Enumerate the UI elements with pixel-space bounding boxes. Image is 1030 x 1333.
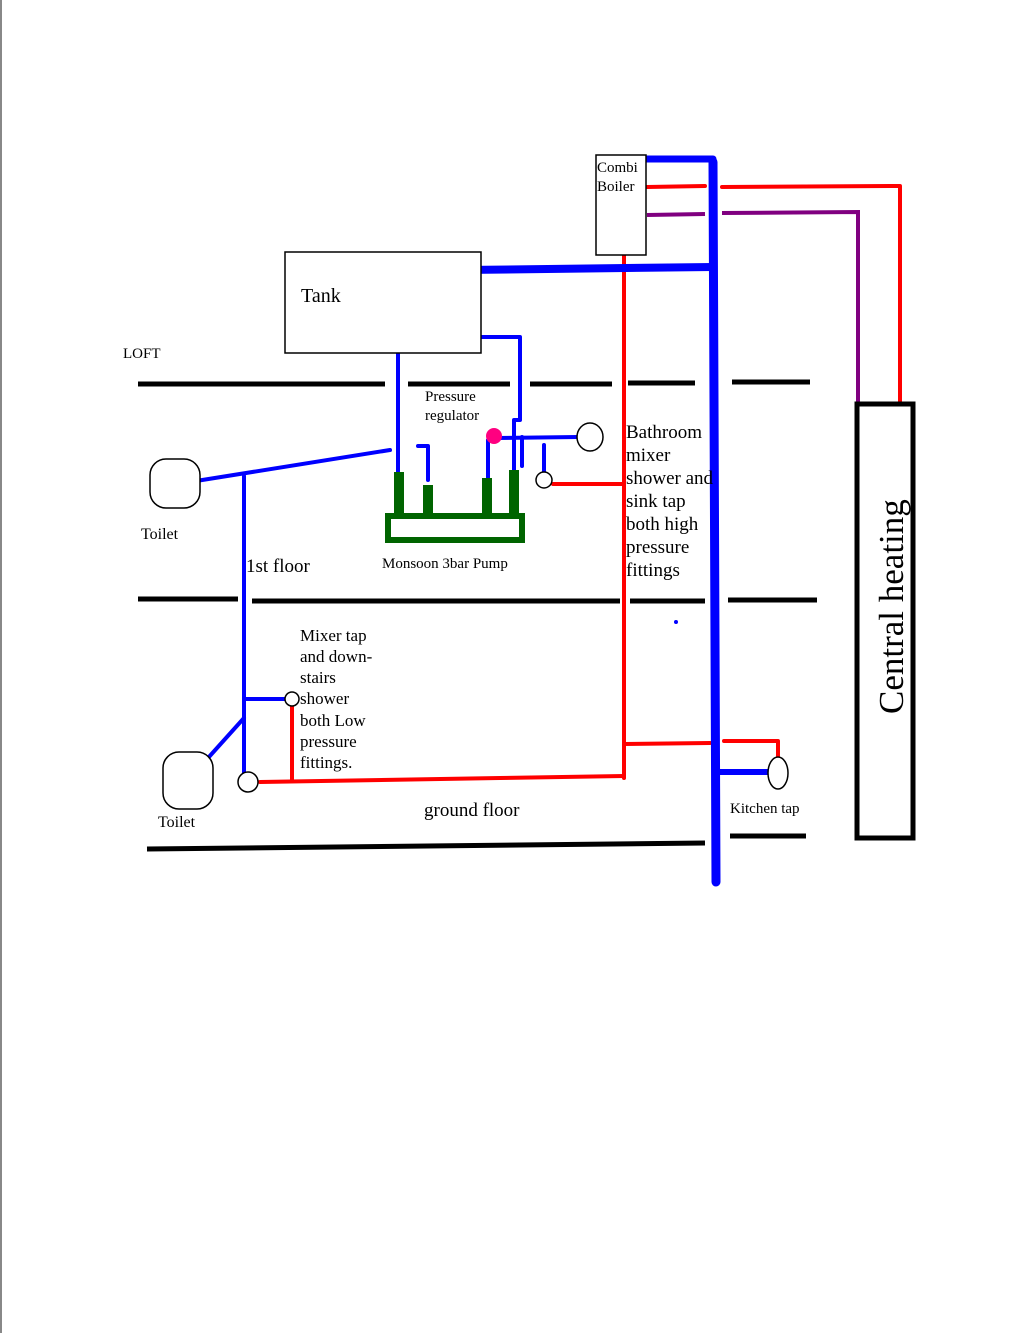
central-heating-pipes <box>645 184 902 406</box>
mixer-label-4: shower <box>300 689 349 708</box>
mixer-label-5: both Low <box>300 711 366 730</box>
kitchen-tap-label: Kitchen tap <box>730 801 800 817</box>
pump-label: Monsoon 3bar Pump <box>382 556 508 572</box>
bathroom-label-5: both high <box>626 514 699 535</box>
bathroom-label-6: pressure <box>626 537 689 558</box>
tank-label: Tank <box>301 285 341 307</box>
kitchen-tap-fitting <box>767 756 789 790</box>
pressure-regulator-label-1: Pressure <box>425 389 476 405</box>
hot-water-pipes <box>258 253 780 784</box>
ground-floor-line <box>146 833 806 852</box>
loft-label: LOFT <box>123 346 161 362</box>
first-floor-label: 1st floor <box>246 556 311 577</box>
combi-boiler-label-1: Combi <box>597 160 638 176</box>
central-heating-label: Central heating <box>872 499 911 714</box>
loft-floor-line <box>138 379 810 387</box>
tank: Tank <box>284 251 482 354</box>
bathroom-label-4: sink tap <box>626 491 686 512</box>
mixer-label-1: Mixer tap <box>300 626 367 645</box>
toilet-upper <box>149 458 201 509</box>
mixer-label-6: pressure <box>300 732 357 751</box>
mixer-label-3: stairs <box>300 668 336 687</box>
bathroom-fittings <box>535 422 604 489</box>
downstairs-shower-fitting <box>284 691 300 707</box>
bathroom-label-2: mixer <box>626 445 671 466</box>
mixer-label-7: fittings. <box>300 753 352 772</box>
toilet-lower <box>162 751 214 810</box>
combi-boiler-label-2: Boiler <box>597 179 635 195</box>
combi-boiler: Combi Boiler <box>595 154 647 256</box>
mixer-label: Mixer tap and down- stairs shower both L… <box>300 626 373 772</box>
monsoon-pump <box>385 470 525 543</box>
toilet-upper-label: Toilet <box>141 526 179 543</box>
ground-floor-label: ground floor <box>424 800 520 821</box>
mixer-tap-fitting <box>237 771 259 793</box>
bathroom-label-1: Bathroom <box>626 422 702 443</box>
first-floor-line <box>138 596 817 604</box>
bathroom-label-3: shower and <box>626 468 714 489</box>
toilet-lower-label: Toilet <box>158 814 196 831</box>
central-heating: Central heating <box>854 401 916 841</box>
cold-water-pipes <box>194 155 771 887</box>
pressure-regulator <box>486 428 502 444</box>
pressure-regulator-label-2: regulator <box>425 408 479 424</box>
mixer-label-2: and down- <box>300 647 373 666</box>
bathroom-label: Bathroom mixer shower and sink tap both … <box>626 422 714 581</box>
bathroom-label-7: fittings <box>626 560 680 581</box>
